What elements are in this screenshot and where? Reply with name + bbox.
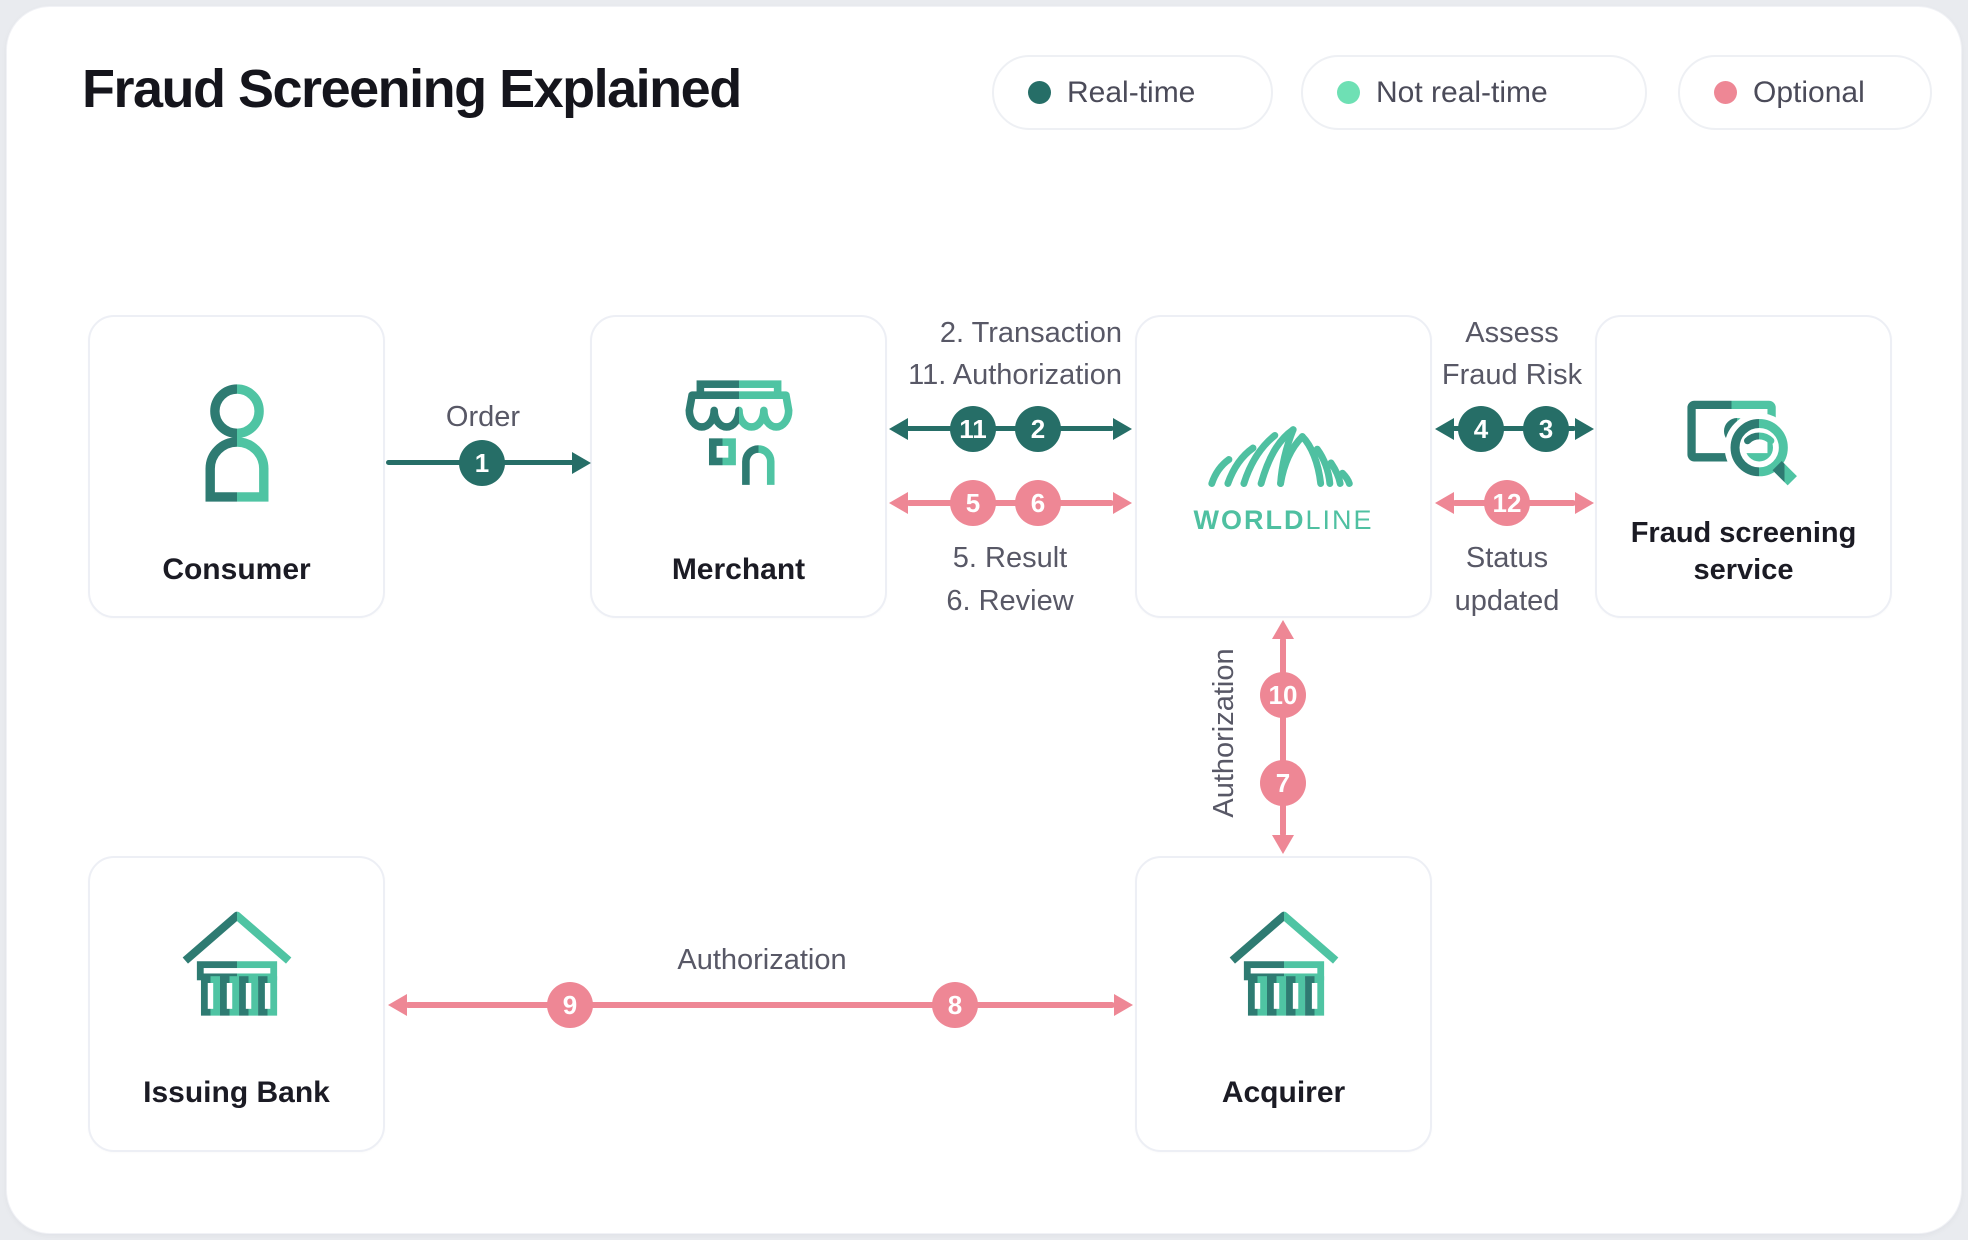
merchant-store-icon — [592, 369, 885, 507]
arrowhead-up-icon — [1272, 620, 1294, 639]
authorization-horizontal-label: Authorization — [677, 944, 847, 976]
legend-label-not-realtime: Not real-time — [1376, 75, 1548, 109]
merchant-label: Merchant — [671, 553, 806, 586]
node-issuing-bank: Issuing Bank — [88, 856, 385, 1152]
step-badge-12: 12 — [1484, 480, 1530, 526]
acquirer-bank-icon — [1137, 898, 1430, 1034]
node-fraud-service: Fraud screening service — [1595, 315, 1892, 618]
arrowhead-right-icon — [1113, 418, 1132, 440]
arrowhead-left-icon — [1435, 492, 1454, 514]
arrowhead-right-icon — [1575, 492, 1594, 514]
arrowhead-right-icon — [1113, 492, 1132, 514]
step-badge-9: 9 — [547, 982, 593, 1028]
node-worldline: WORLDLINE — [1135, 315, 1432, 618]
arrowhead-right-icon — [572, 452, 591, 474]
worldline-brand-text: WORLDLINE — [1193, 505, 1373, 536]
step-badge-10: 10 — [1260, 672, 1306, 718]
step-badge-4: 4 — [1458, 406, 1504, 452]
step-badge-11: 11 — [950, 406, 996, 452]
result-label-line: 5. Result — [952, 542, 1068, 574]
consumer-label: Consumer — [162, 553, 311, 586]
step-badge-8: 8 — [932, 982, 978, 1028]
assess-label-line: Assess — [1465, 317, 1559, 349]
updated-label-line: updated — [1454, 585, 1560, 617]
status-updated-label: Status updated — [1357, 537, 1657, 623]
legend-label-optional: Optional — [1753, 75, 1865, 109]
step-badge-3: 3 — [1523, 406, 1569, 452]
authorization-vertical-label: Authorization — [1208, 648, 1240, 818]
arrow-merchant-worldline-realtime — [906, 426, 1114, 431]
fraud-service-label-line1: Fraud screening — [1630, 517, 1857, 549]
legend-pill-not-realtime: Not real-time — [1301, 55, 1647, 130]
arrowhead-left-icon — [889, 492, 908, 514]
step-badge-2: 2 — [1015, 406, 1061, 452]
realtime-dot-icon — [1028, 81, 1051, 104]
issuing-bank-label: Issuing Bank — [143, 1076, 330, 1109]
step-badge-1: 1 — [459, 440, 505, 486]
fraud-service-label-line2: service — [1693, 554, 1794, 586]
arrowhead-left-icon — [889, 418, 908, 440]
issuing-bank-icon — [90, 898, 383, 1034]
assess-fraud-risk-label: Assess Fraud Risk — [1362, 312, 1662, 396]
arrowhead-left-icon — [388, 994, 407, 1016]
not-realtime-dot-icon — [1337, 81, 1360, 104]
step-badge-6: 6 — [1015, 480, 1061, 526]
worldline-brand-light: LINE — [1305, 505, 1374, 535]
arrowhead-down-icon — [1272, 835, 1294, 854]
worldline-w-icon — [1207, 426, 1353, 487]
review-label-line: 6. Review — [946, 585, 1074, 617]
fraud-screening-icon — [1597, 369, 1890, 507]
transaction-label-line: 2. Transaction — [939, 317, 1122, 349]
status-label-line: Status — [1465, 542, 1549, 574]
node-consumer: Consumer — [88, 315, 385, 618]
worldline-brand-bold: WORLD — [1193, 505, 1306, 535]
node-merchant: Merchant — [590, 315, 887, 618]
arrowhead-right-icon — [1575, 418, 1594, 440]
page-title: Fraud Screening Explained — [82, 59, 742, 119]
node-acquirer: Acquirer — [1135, 856, 1432, 1152]
legend-pill-realtime: Real-time — [992, 55, 1273, 130]
step-badge-7: 7 — [1260, 760, 1306, 806]
step-badge-5: 5 — [950, 480, 996, 526]
arrowhead-right-icon — [1114, 994, 1133, 1016]
legend-label-realtime: Real-time — [1067, 75, 1196, 109]
consumer-person-icon — [90, 375, 383, 509]
result-review-label: 5. Result 6. Review — [860, 537, 1160, 623]
transaction-authorization-label: 2. Transaction 11. Authorization — [842, 312, 1122, 396]
arrow-merchant-worldline-optional — [906, 500, 1114, 506]
arrow-worldline-fraud-realtime — [1452, 426, 1576, 431]
authorization-label-line: 11. Authorization — [908, 359, 1122, 391]
arrow-worldline-acquirer — [1280, 637, 1286, 837]
legend-pill-optional: Optional — [1678, 55, 1932, 130]
order-label: Order — [445, 401, 521, 433]
arrowhead-left-icon — [1435, 418, 1454, 440]
acquirer-label: Acquirer — [1221, 1076, 1346, 1109]
arrow-issuing-acquirer — [405, 1002, 1115, 1008]
fraud-service-label: Fraud screening service — [1597, 515, 1890, 589]
optional-dot-icon — [1714, 81, 1737, 104]
worldline-logo: WORLDLINE — [1137, 401, 1430, 536]
fraud-risk-label-line: Fraud Risk — [1441, 359, 1583, 391]
